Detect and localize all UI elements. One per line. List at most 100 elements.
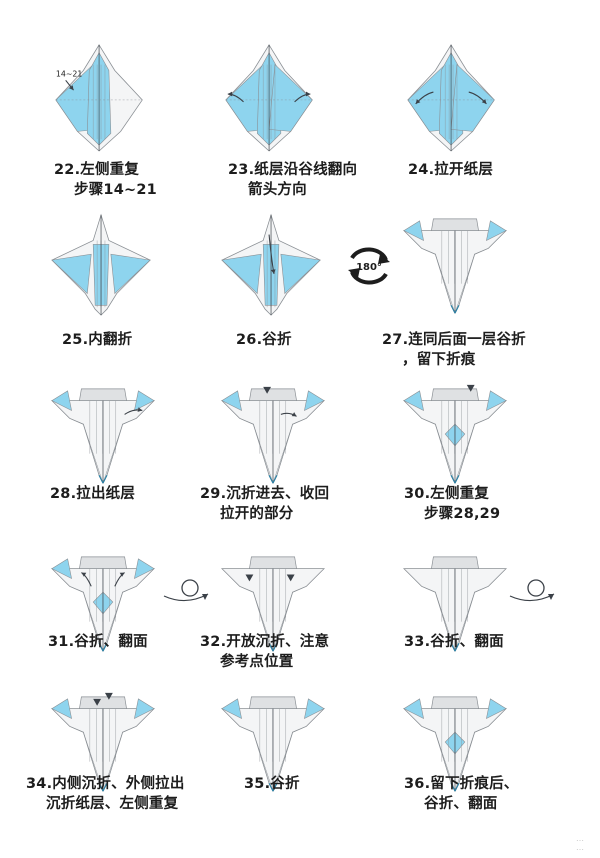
step-caption-line: 沉折纸层、左侧重复 (46, 796, 179, 812)
blue-flap (403, 698, 424, 719)
sink-arrow (104, 692, 113, 700)
step-caption-line: 27.连同后面一层谷折 (382, 332, 526, 348)
crease-line (435, 254, 456, 314)
crease-line (272, 643, 278, 652)
crease-line (450, 475, 456, 484)
crease-line (292, 586, 307, 593)
step-29-caption: 29.沉折进去、收回拉开的部分 (200, 484, 329, 524)
step-caption-line: 33.谷折、翻面 (404, 634, 504, 650)
step-caption-line: 35.谷折 (244, 776, 300, 792)
step-caption-line: 28.拉出纸层 (50, 486, 136, 502)
crease-line (102, 783, 108, 792)
crease-line (98, 475, 104, 484)
crease-line (474, 726, 489, 733)
step-caption-line: 谷折、翻面 (424, 796, 498, 812)
blue-flap (486, 390, 507, 411)
step-caption-line: 29.沉折进去、收回 (200, 486, 330, 502)
turn-over-icon (509, 579, 555, 602)
crease-line (474, 418, 489, 425)
crease-line (450, 643, 456, 652)
step-caption-line: 34.内侧沉折、外侧拉出 (26, 776, 185, 792)
crease-line (268, 643, 274, 652)
arrow-head (137, 407, 143, 412)
step-22-caption: 22.左侧重复步骤14~21 (54, 160, 157, 200)
crease-line (454, 475, 460, 484)
step-caption-line: 36.留下折痕后、 (404, 776, 519, 792)
step-27-diagram (402, 218, 508, 315)
step-caption-line: ，留下折痕 (402, 352, 476, 368)
model-head (79, 556, 127, 569)
crease-line (421, 726, 436, 733)
sink-arrow (93, 698, 102, 706)
step-25-diagram (51, 213, 151, 316)
step-26-caption: 26.谷折 (236, 330, 292, 350)
blue-flap (134, 390, 155, 411)
step-caption-line: 步骤28,29 (424, 506, 501, 522)
step-35-caption: 35.谷折 (244, 774, 300, 794)
crease-line (83, 732, 104, 792)
model-head (431, 696, 479, 709)
crease-line (450, 783, 456, 792)
step-28-caption: 28.拉出纸层 (50, 484, 135, 504)
step-22-diagram: 14~21 (55, 44, 143, 152)
blue-flap (304, 390, 325, 411)
crease-line (454, 783, 460, 792)
step-29-diagram (220, 386, 326, 485)
rotate-180-icon: 180° (348, 247, 390, 285)
step-31-caption: 31.谷折、翻面 (48, 632, 148, 652)
blue-flap (304, 698, 325, 719)
crease-line (102, 475, 108, 484)
model-head (79, 696, 127, 709)
blue-flap (486, 220, 507, 241)
crease-line (474, 586, 489, 593)
crease-line (454, 592, 475, 652)
step-caption-line: 拉开的部分 (220, 506, 294, 522)
arrow-head (119, 572, 125, 577)
step-caption-line: 参考点位置 (220, 654, 294, 670)
blue-flap (134, 558, 155, 579)
blue-flap (450, 63, 495, 132)
crease-line (102, 424, 123, 484)
crease-line (292, 726, 307, 733)
step-33-diagram (402, 556, 508, 653)
step-caption-line: 26.谷折 (236, 332, 292, 348)
crease-line (102, 592, 123, 652)
arrow-head (481, 99, 487, 104)
step-24-diagram (407, 44, 495, 152)
step-23-diagram (225, 44, 313, 152)
step-24-caption: 24.拉开纸层 (408, 160, 493, 180)
crease-line (272, 592, 293, 652)
turn-over-icon (163, 579, 209, 602)
step-35-diagram (220, 696, 326, 793)
crease-line (435, 592, 456, 652)
step-32-diagram (220, 556, 326, 653)
step-28-diagram (50, 388, 156, 485)
crease-line (122, 586, 137, 593)
step-31-diagram (50, 556, 156, 653)
crease-line (454, 643, 460, 652)
crease-line (239, 726, 254, 733)
crease-line (122, 418, 137, 425)
step-30-diagram (402, 384, 508, 485)
model-head (249, 556, 297, 569)
blue-flap (280, 253, 321, 295)
sink-arrow (245, 574, 254, 582)
blue-flap (221, 390, 242, 411)
crease-line (253, 732, 274, 792)
blue-flap (51, 253, 92, 295)
crease-line (83, 424, 104, 484)
step-caption-line: 24.拉开纸层 (408, 162, 494, 178)
step-36-caption: 36.留下折痕后、谷折、翻面 (404, 774, 519, 814)
blue-flap (51, 558, 72, 579)
blue-flap (51, 390, 72, 411)
step-33-caption: 33.谷折、翻面 (404, 632, 504, 652)
blue-flap (403, 220, 424, 241)
sink-arrow (466, 384, 475, 392)
crease-line (272, 732, 293, 792)
crease-line (272, 475, 278, 484)
blue-flap (221, 698, 242, 719)
crease-line (292, 418, 307, 425)
arrow-head (306, 91, 311, 97)
step-32-caption: 32.开放沉折、注意参考点位置 (200, 632, 329, 672)
